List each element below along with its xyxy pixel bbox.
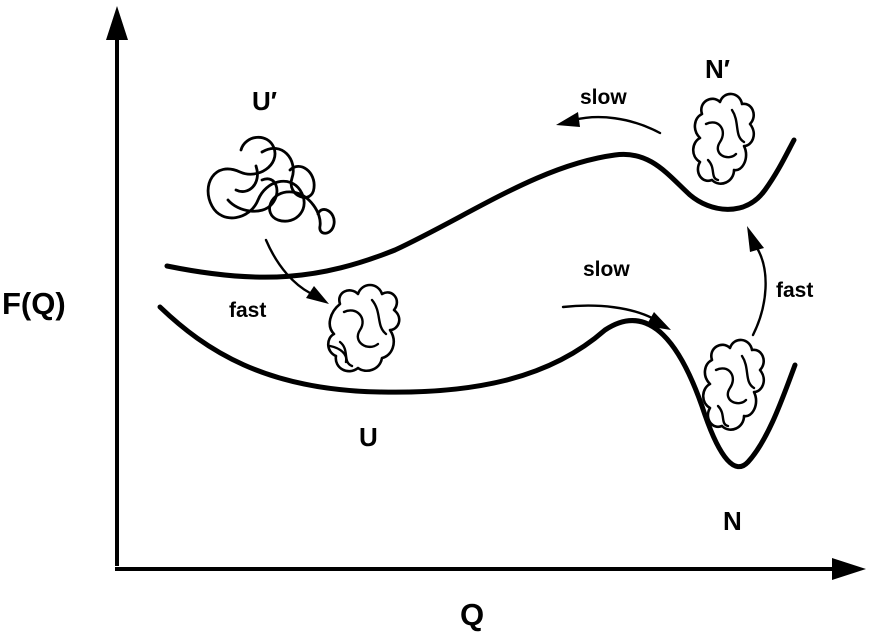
x-axis-label: Q	[460, 597, 484, 632]
energy-curve-lower	[160, 307, 795, 467]
rate-label-n-prime-to-u-prime: slow	[580, 86, 627, 109]
x-axis-arrowhead	[832, 558, 866, 580]
state-label-u-prime: U′	[252, 86, 277, 116]
arrowhead	[556, 112, 580, 127]
state-label-n: N	[723, 506, 742, 536]
state-label-n-prime: N′	[705, 54, 730, 84]
rate-label-u-prime-to-u: fast	[229, 299, 266, 322]
native-protein-n-icon	[703, 340, 764, 430]
arrowhead	[306, 286, 329, 304]
compact-protein-u-icon	[328, 285, 399, 371]
arrow-n-to-n-prime	[747, 226, 766, 335]
y-axis-label: F(Q)	[2, 286, 66, 321]
arrow-u-to-n	[563, 306, 671, 330]
axes	[106, 6, 866, 580]
arrowhead	[747, 226, 764, 252]
state-label-u: U	[359, 422, 378, 452]
rate-label-u-to-n: slow	[583, 258, 630, 281]
random-coil-icon	[208, 137, 334, 233]
rate-label-n-to-n-prime: fast	[776, 279, 813, 302]
y-axis-arrowhead	[106, 6, 128, 40]
arrow-n-prime-to-u-prime	[556, 112, 660, 133]
native-protein-n-prime-icon	[693, 94, 754, 184]
